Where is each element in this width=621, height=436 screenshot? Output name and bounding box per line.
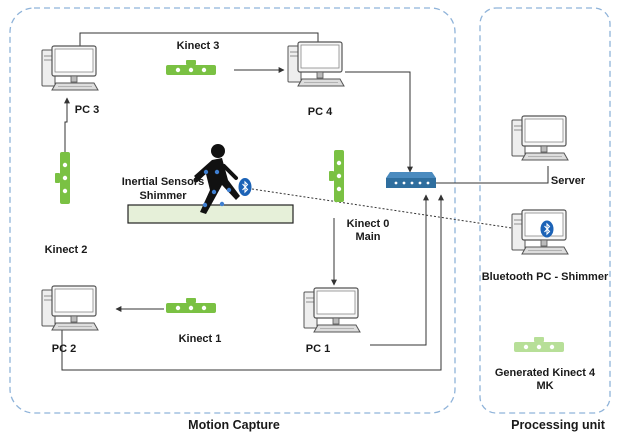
server-computer-icon: [511, 115, 569, 161]
kinect3-label: Kinect 3: [177, 40, 220, 52]
kinect1-sensor-icon: [166, 298, 216, 313]
processing-unit-panel: [479, 7, 611, 414]
generated-kinect-sensor-icon: [514, 337, 564, 352]
pc4-computer-icon: [287, 41, 345, 87]
pc2-label: PC 2: [52, 343, 76, 355]
kinect0-label: Kinect 0: [347, 218, 390, 230]
bluetooth-pc-computer-icon: [511, 209, 569, 255]
kinect2-sensor-icon: [55, 152, 70, 204]
kinect0-sensor-icon: [329, 150, 344, 202]
motion-capture-caption: Motion Capture: [188, 418, 280, 432]
pc3-label: PC 3: [75, 104, 99, 116]
kinect0-main-label: Main: [355, 231, 380, 243]
network-switch-icon: [386, 172, 436, 188]
kinect1-label: Kinect 1: [179, 333, 222, 345]
walking-person-icon: [193, 144, 240, 214]
pc1-label: PC 1: [306, 343, 330, 355]
bt-pc-bluetooth-icon: [540, 220, 554, 238]
server-label: Server: [551, 175, 586, 187]
inertial-sensors-label: Inertial Sensors: [122, 176, 205, 188]
pc1-to-switch-arrow: [370, 194, 429, 346]
pc2-to-switch-arrow: [61, 194, 444, 371]
generated-kinect-label: Generated Kinect 4: [495, 367, 596, 379]
person-bluetooth-icon: [238, 178, 252, 196]
motion-capture-panel: [9, 7, 456, 414]
generated-kinect-mk-label: MK: [536, 380, 553, 392]
walkway-platform: [127, 204, 294, 224]
pc3-to-pc4-link: [79, 32, 319, 52]
pc4-to-switch-arrow: [345, 71, 413, 173]
pc1-computer-icon: [303, 287, 361, 333]
kinect3-sensor-icon: [166, 60, 216, 75]
pc2-computer-icon: [41, 285, 99, 331]
pc3-computer-icon: [41, 45, 99, 91]
processing-unit-caption: Processing unit: [511, 418, 606, 432]
kinect2-to-pc3-arrow: [64, 97, 70, 152]
kinect2-label: Kinect 2: [45, 244, 88, 256]
bluetooth-pc-label: Bluetooth PC - Shimmer: [482, 271, 609, 283]
switch-to-server-link: [434, 166, 549, 184]
shimmer-label: Shimmer: [139, 190, 187, 202]
pc4-label: PC 4: [308, 106, 333, 118]
